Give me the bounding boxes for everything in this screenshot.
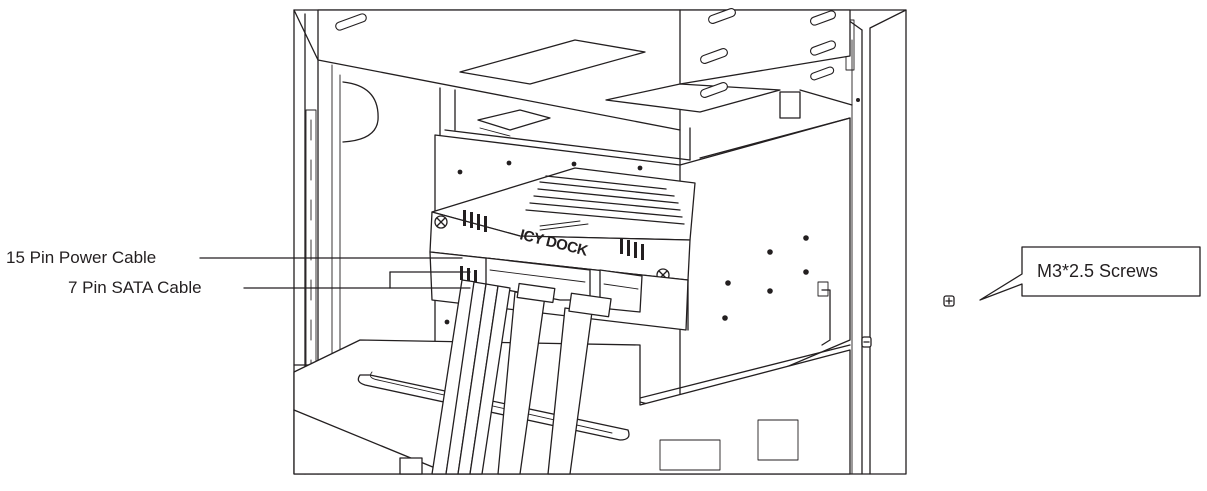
power-cable-label: 15 Pin Power Cable (6, 248, 156, 267)
m3-screw (861, 336, 872, 348)
screws-callout: M3*2.5 Screws (979, 246, 1201, 301)
upper-drive-cage (317, 8, 851, 166)
screws-label: M3*2.5 Screws (1037, 261, 1158, 281)
sata-cable-label: 7 Pin SATA Cable (68, 278, 202, 297)
sata-cable-wires (497, 282, 612, 475)
vent-grille (525, 175, 685, 225)
power-cable-wires (431, 279, 511, 475)
mount-hole (803, 235, 809, 241)
m3-screw (943, 295, 955, 307)
sata-cable-leader (243, 271, 471, 289)
